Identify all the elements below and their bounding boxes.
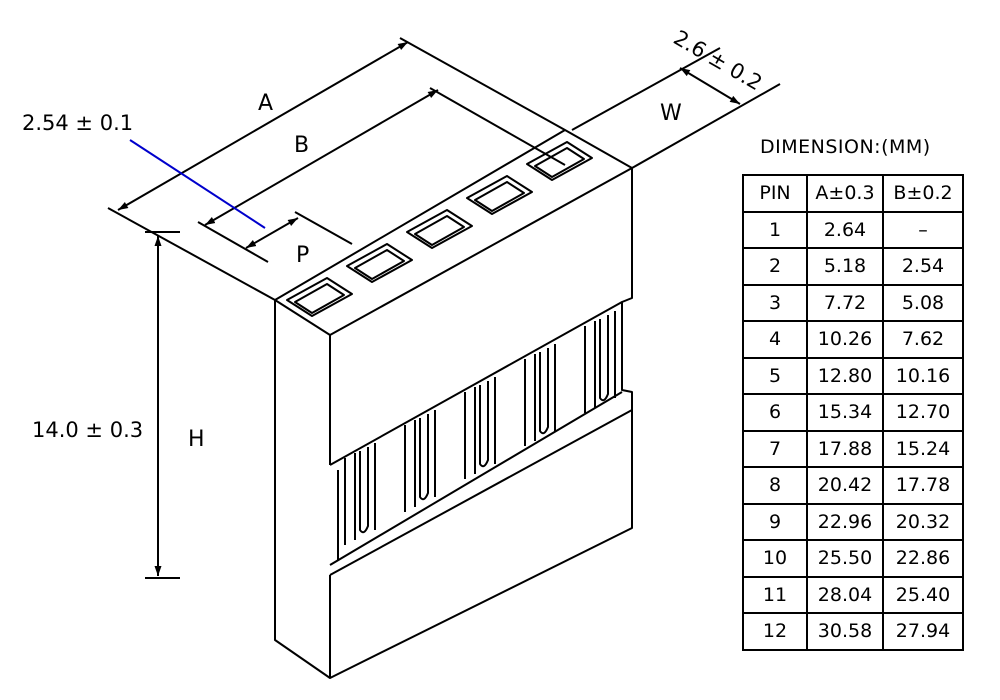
cell-a: 5.18 [806,247,884,286]
cell-pin: 4 [742,320,808,359]
cell-pin: 7 [742,429,808,468]
dimension-table-title: DIMENSION:(MM) [760,136,931,158]
cell-b: 22.86 [882,539,964,578]
dim-line-P [245,211,353,249]
housing-body [274,129,633,679]
table-header-row: PIN A±0.3 B±0.2 [742,174,964,213]
cell-pin: 12 [742,612,808,651]
cell-b: 10.16 [882,356,964,395]
dim-line-B [197,87,566,263]
cell-a: 2.64 [806,210,884,249]
cell-pin: 10 [742,539,808,578]
cell-a: 30.58 [806,612,884,651]
cell-b: 25.40 [882,575,964,614]
cell-a: 7.72 [806,283,884,322]
cell-pin: 8 [742,466,808,505]
contact-slots [344,311,616,545]
cell-a: 22.96 [806,502,884,541]
cell-pin: 2 [742,247,808,286]
cell-b: 17.78 [882,466,964,505]
dim-line-W [571,47,781,169]
cell-a: 25.50 [806,539,884,578]
cell-b: 7.62 [882,320,964,359]
cell-b: 12.70 [882,393,964,432]
cell-pin: 5 [742,356,808,395]
header-a: A±0.3 [806,174,884,213]
label-P: P [296,243,309,268]
header-pin: PIN [742,174,808,213]
label-B: B [294,133,309,158]
cell-a: 12.80 [806,356,884,395]
cell-pin: 1 [742,210,808,249]
cell-a: 10.26 [806,320,884,359]
pitch-leader-line [129,139,266,229]
cell-pin: 6 [742,393,808,432]
cell-pin: 11 [742,575,808,614]
cell-a: 15.34 [806,393,884,432]
label-W: W [660,101,682,126]
cell-b: 20.32 [882,502,964,541]
pin-cavities [286,141,593,317]
pitch-tolerance-label: 2.54 ± 0.1 [22,111,133,135]
cell-b: 2.54 [882,247,964,286]
cell-a: 28.04 [806,575,884,614]
cell-b: 15.24 [882,429,964,468]
label-H: H [188,427,205,452]
cell-b: 27.94 [882,612,964,651]
cell-a: 17.88 [806,429,884,468]
dim-line-A [107,37,566,301]
dim-line-H [145,231,180,579]
header-b: B±0.2 [882,174,964,213]
cell-b: 5.08 [882,283,964,322]
cell-a: 20.42 [806,466,884,505]
cell-pin: 9 [742,502,808,541]
width-tolerance-label: 2.6 ± 0.2 [670,26,767,96]
cell-b: – [882,210,964,249]
label-A: A [258,91,273,116]
height-tolerance-label: 14.0 ± 0.3 [32,418,143,442]
cell-pin: 3 [742,283,808,322]
